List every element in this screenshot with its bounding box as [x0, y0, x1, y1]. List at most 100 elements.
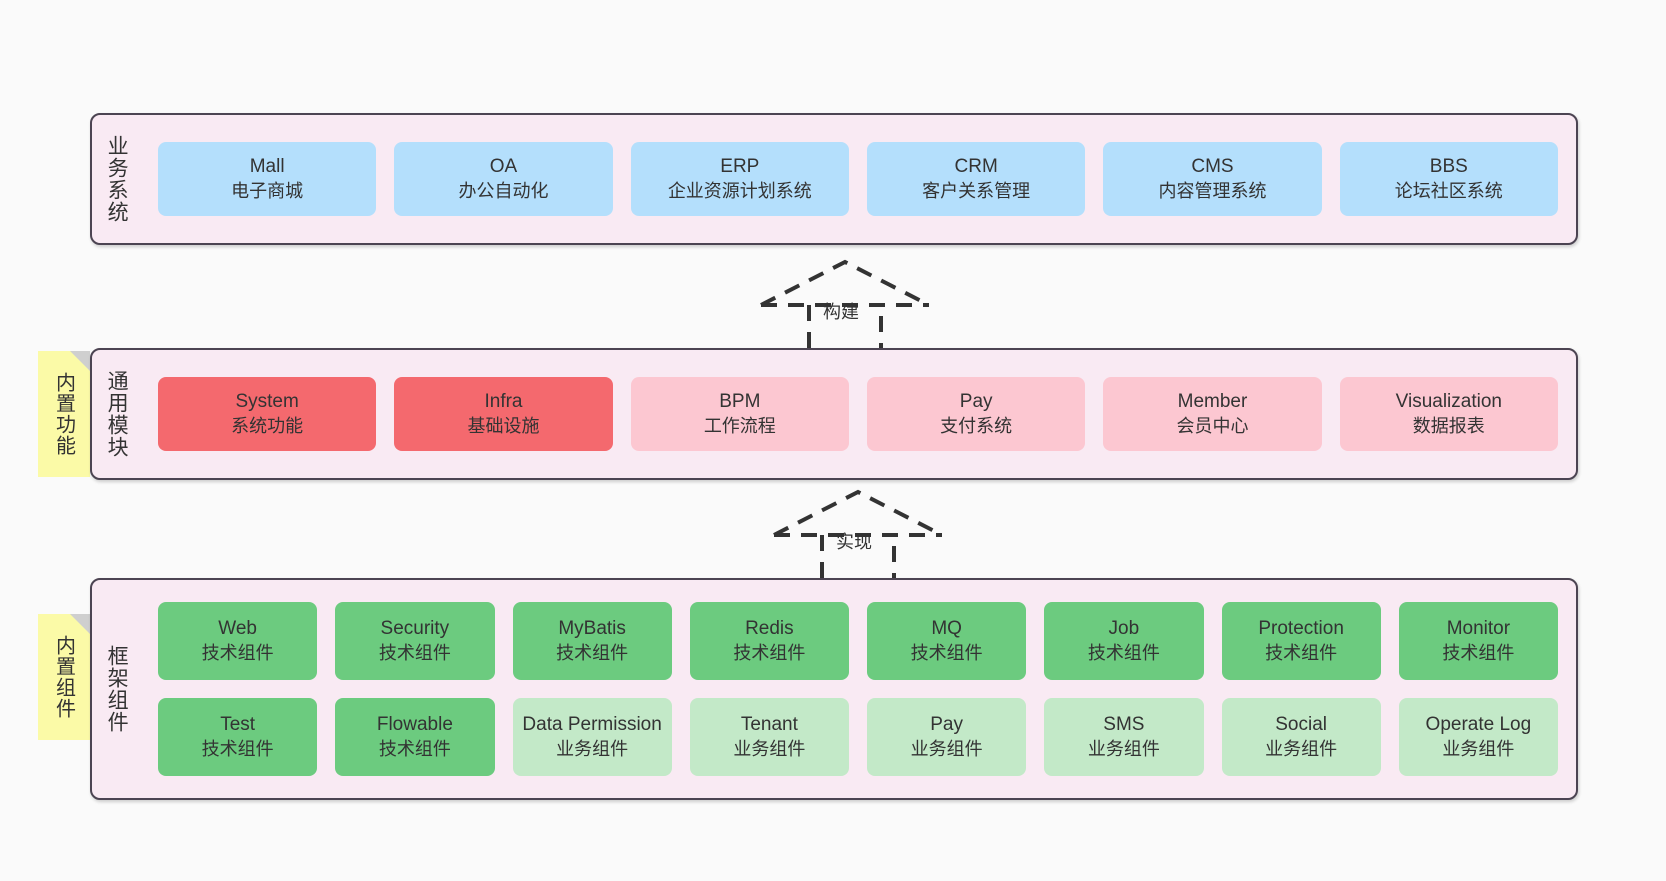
module-box-security[interactable]: Security 技术组件	[335, 602, 495, 680]
module-box-bpm[interactable]: BPM 工作流程	[630, 377, 849, 451]
module-desc: 系统功能	[231, 415, 304, 436]
module-box-bbs[interactable]: BBS 论坛社区系统	[1339, 142, 1558, 216]
module-desc: 技术组件	[201, 738, 274, 759]
module-name: Data Permission	[522, 714, 662, 736]
layer-business-systems: 业务系统 Mall 电子商城 OA 办公自动化 ERP 企业资源计划系统 CRM…	[90, 113, 1578, 245]
layer-framework-components-label: 框架组件	[105, 645, 129, 733]
connector-build: 构建	[757, 258, 937, 353]
module-box-crm[interactable]: CRM 客户关系管理	[866, 142, 1086, 216]
module-box-pay[interactable]: Pay 支付系统	[866, 377, 1086, 451]
module-desc: 会员中心	[1176, 415, 1249, 436]
module-name: MyBatis	[558, 618, 626, 640]
module-name: Protection	[1258, 618, 1344, 640]
framework-components-row-2: Test 技术组件 Flowable 技术组件 Data Permission …	[158, 698, 1558, 776]
module-desc: 支付系统	[940, 415, 1013, 436]
module-desc: 基础设施	[467, 415, 540, 436]
module-name: Member	[1177, 391, 1248, 413]
module-desc: 技术组件	[378, 642, 451, 663]
module-box-operate-log[interactable]: Operate Log 业务组件	[1398, 698, 1558, 776]
module-desc: 技术组件	[733, 642, 806, 663]
sticky-note-label: 内置功能	[52, 372, 75, 456]
layer-business-systems-body: Mall 电子商城 OA 办公自动化 ERP 企业资源计划系统 CRM 客户关系…	[140, 115, 1576, 243]
module-name: OA	[489, 156, 518, 178]
module-desc: 办公自动化	[458, 180, 549, 201]
module-box-infra[interactable]: Infra 基础设施	[394, 377, 613, 451]
module-desc: 业务组件	[556, 738, 629, 759]
module-name: CRM	[954, 156, 998, 178]
module-name: Job	[1108, 618, 1140, 640]
module-name: Flowable	[376, 714, 453, 736]
module-box-flowable[interactable]: Flowable 技术组件	[335, 698, 495, 776]
module-box-monitor[interactable]: Monitor 技术组件	[1398, 602, 1558, 680]
module-box-pay-business[interactable]: Pay 业务组件	[867, 698, 1027, 776]
module-desc: 技术组件	[1087, 642, 1160, 663]
module-box-mq[interactable]: MQ 技术组件	[867, 602, 1027, 680]
module-desc: 内容管理系统	[1158, 180, 1267, 201]
module-box-cms[interactable]: CMS 内容管理系统	[1103, 142, 1322, 216]
module-name: Pay	[930, 714, 963, 736]
module-name: Social	[1275, 714, 1327, 736]
module-desc: 技术组件	[201, 642, 274, 663]
module-box-oa[interactable]: OA 办公自动化	[394, 142, 613, 216]
module-box-sms[interactable]: SMS 业务组件	[1044, 698, 1204, 776]
module-name: ERP	[720, 156, 760, 178]
module-name: BBS	[1429, 156, 1468, 178]
module-name: Web	[218, 618, 257, 640]
module-desc: 业务组件	[1442, 738, 1515, 759]
module-box-mall[interactable]: Mall 电子商城	[158, 142, 377, 216]
module-name: Tenant	[740, 714, 798, 736]
module-name: Pay	[959, 391, 993, 413]
module-box-data-permission[interactable]: Data Permission 业务组件	[512, 698, 672, 776]
framework-components-row-1: Web 技术组件 Security 技术组件 MyBatis 技术组件 Redi…	[158, 602, 1558, 680]
module-name: CMS	[1191, 156, 1234, 178]
module-desc: 技术组件	[556, 642, 629, 663]
module-desc: 客户关系管理	[922, 180, 1031, 201]
module-name: BPM	[719, 391, 761, 413]
module-name: System	[235, 391, 299, 413]
module-box-web[interactable]: Web 技术组件	[158, 602, 318, 680]
module-name: Infra	[484, 391, 523, 413]
layer-business-systems-label: 业务系统	[105, 135, 129, 223]
module-desc: 数据报表	[1412, 415, 1485, 436]
module-box-erp[interactable]: ERP 企业资源计划系统	[630, 142, 849, 216]
module-box-redis[interactable]: Redis 技术组件	[689, 602, 849, 680]
layer-framework-components: 框架组件 Web 技术组件 Security 技术组件 MyBatis 技术组件…	[90, 578, 1578, 800]
module-desc: 工作流程	[703, 415, 776, 436]
connector-implement: 实现	[770, 488, 950, 583]
module-name: Test	[220, 714, 256, 736]
module-desc: 企业资源计划系统	[667, 180, 812, 201]
module-box-member[interactable]: Member 会员中心	[1103, 377, 1322, 451]
module-name: Operate Log	[1425, 714, 1532, 736]
module-desc: 论坛社区系统	[1394, 180, 1503, 201]
module-desc: 业务组件	[910, 738, 983, 759]
layer-common-modules-body: System 系统功能 Infra 基础设施 BPM 工作流程 Pay 支付系统…	[140, 350, 1576, 478]
module-box-test[interactable]: Test 技术组件	[158, 698, 318, 776]
module-box-system[interactable]: System 系统功能	[158, 377, 377, 451]
layer-framework-components-body: Web 技术组件 Security 技术组件 MyBatis 技术组件 Redi…	[140, 580, 1576, 798]
sticky-fold-corner-icon	[70, 614, 90, 634]
module-box-social[interactable]: Social 业务组件	[1221, 698, 1381, 776]
module-box-job[interactable]: Job 技术组件	[1044, 602, 1204, 680]
connector-implement-label: 实现	[836, 532, 872, 552]
module-box-mybatis[interactable]: MyBatis 技术组件	[512, 602, 672, 680]
module-name: Mall	[249, 156, 285, 178]
module-desc: 技术组件	[910, 642, 983, 663]
module-box-visualization[interactable]: Visualization 数据报表	[1339, 377, 1558, 451]
sticky-fold-corner-icon	[70, 351, 90, 371]
module-desc: 业务组件	[1265, 738, 1338, 759]
module-desc: 业务组件	[733, 738, 806, 759]
module-name: SMS	[1103, 714, 1145, 736]
module-box-tenant[interactable]: Tenant 业务组件	[689, 698, 849, 776]
sticky-note-builtin-features: 内置功能	[38, 351, 90, 477]
module-name: Visualization	[1395, 391, 1502, 413]
module-name: Redis	[745, 618, 794, 640]
business-systems-row: Mall 电子商城 OA 办公自动化 ERP 企业资源计划系统 CRM 客户关系…	[158, 142, 1558, 216]
module-desc: 电子商城	[231, 180, 304, 201]
module-box-protection[interactable]: Protection 技术组件	[1221, 602, 1381, 680]
sticky-note-builtin-components: 内置组件	[38, 614, 90, 740]
module-name: Security	[380, 618, 450, 640]
sticky-note-label: 内置组件	[52, 635, 75, 719]
module-desc: 技术组件	[1265, 642, 1338, 663]
module-desc: 技术组件	[1442, 642, 1515, 663]
